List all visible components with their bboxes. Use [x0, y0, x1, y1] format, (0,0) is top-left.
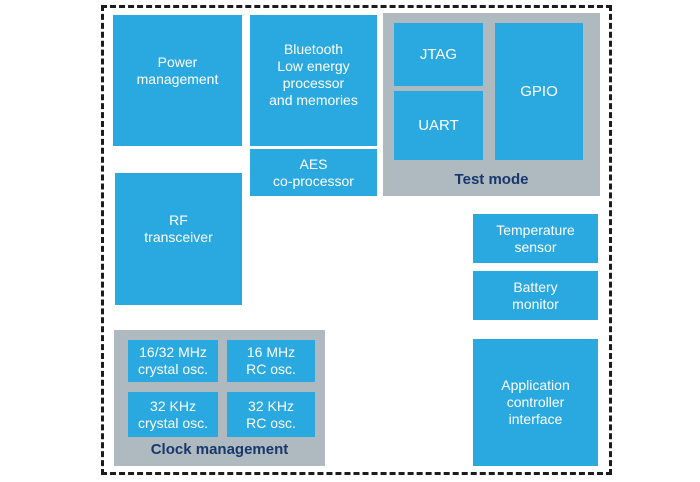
block-gpio-label: GPIO [520, 83, 558, 100]
block-battery-monitor-label: Battery monitor [512, 278, 559, 312]
block-16-32mhz-crystal-osc-label: 16/32 MHz crystal osc. [137, 344, 208, 377]
block-application-controller-interface-label: Application controller interface [501, 377, 570, 427]
chip-boundary-dashed-border [101, 5, 612, 475]
block-jtag: JTAG [394, 23, 483, 86]
block-aes-coprocessor-label: AES co-processor [273, 155, 354, 189]
block-power-management: Power management [113, 15, 242, 146]
block-gpio: GPIO [495, 23, 583, 160]
block-power-management-label: Power management [136, 53, 219, 87]
block-jtag-label: JTAG [419, 46, 458, 63]
block-16mhz-rc-osc: 16 MHz RC osc. [227, 340, 315, 382]
block-aes-coprocessor: AES co-processor [250, 149, 377, 196]
block-rf-transceiver-label: RF transceiver [144, 212, 213, 245]
block-uart-label: UART [418, 117, 459, 134]
group-clock-management: 16/32 MHz crystal osc. 16 MHz RC osc. 32… [114, 330, 325, 466]
block-32khz-rc-osc: 32 KHz RC osc. [227, 392, 315, 437]
group-clock-management-label: Clock management [150, 441, 289, 458]
block-bluetooth-low-energy-processor-label: Bluetooth Low energy processor and memor… [269, 40, 358, 108]
block-16mhz-rc-osc-label: 16 MHz RC osc. [246, 344, 296, 377]
block-battery-monitor: Battery monitor [473, 271, 598, 320]
block-32khz-crystal-osc-label: 32 KHz crystal osc. [137, 397, 208, 431]
block-32khz-rc-osc-label: 32 KHz RC osc. [246, 397, 296, 431]
block-temperature-sensor: Temperature sensor [473, 214, 598, 263]
block-rf-transceiver: RF transceiver [115, 173, 242, 305]
block-16-32mhz-crystal-osc: 16/32 MHz crystal osc. [128, 340, 218, 382]
block-uart: UART [394, 91, 483, 160]
block-32khz-crystal-osc: 32 KHz crystal osc. [128, 392, 218, 437]
block-bluetooth-low-energy-processor: Bluetooth Low energy processor and memor… [250, 15, 377, 146]
block-temperature-sensor-label: Temperature sensor [496, 221, 575, 255]
group-test-mode-label: Test mode [454, 171, 529, 188]
block-application-controller-interface: Application controller interface [473, 339, 598, 466]
group-test-mode: JTAG UART GPIO Test mode [383, 13, 600, 196]
